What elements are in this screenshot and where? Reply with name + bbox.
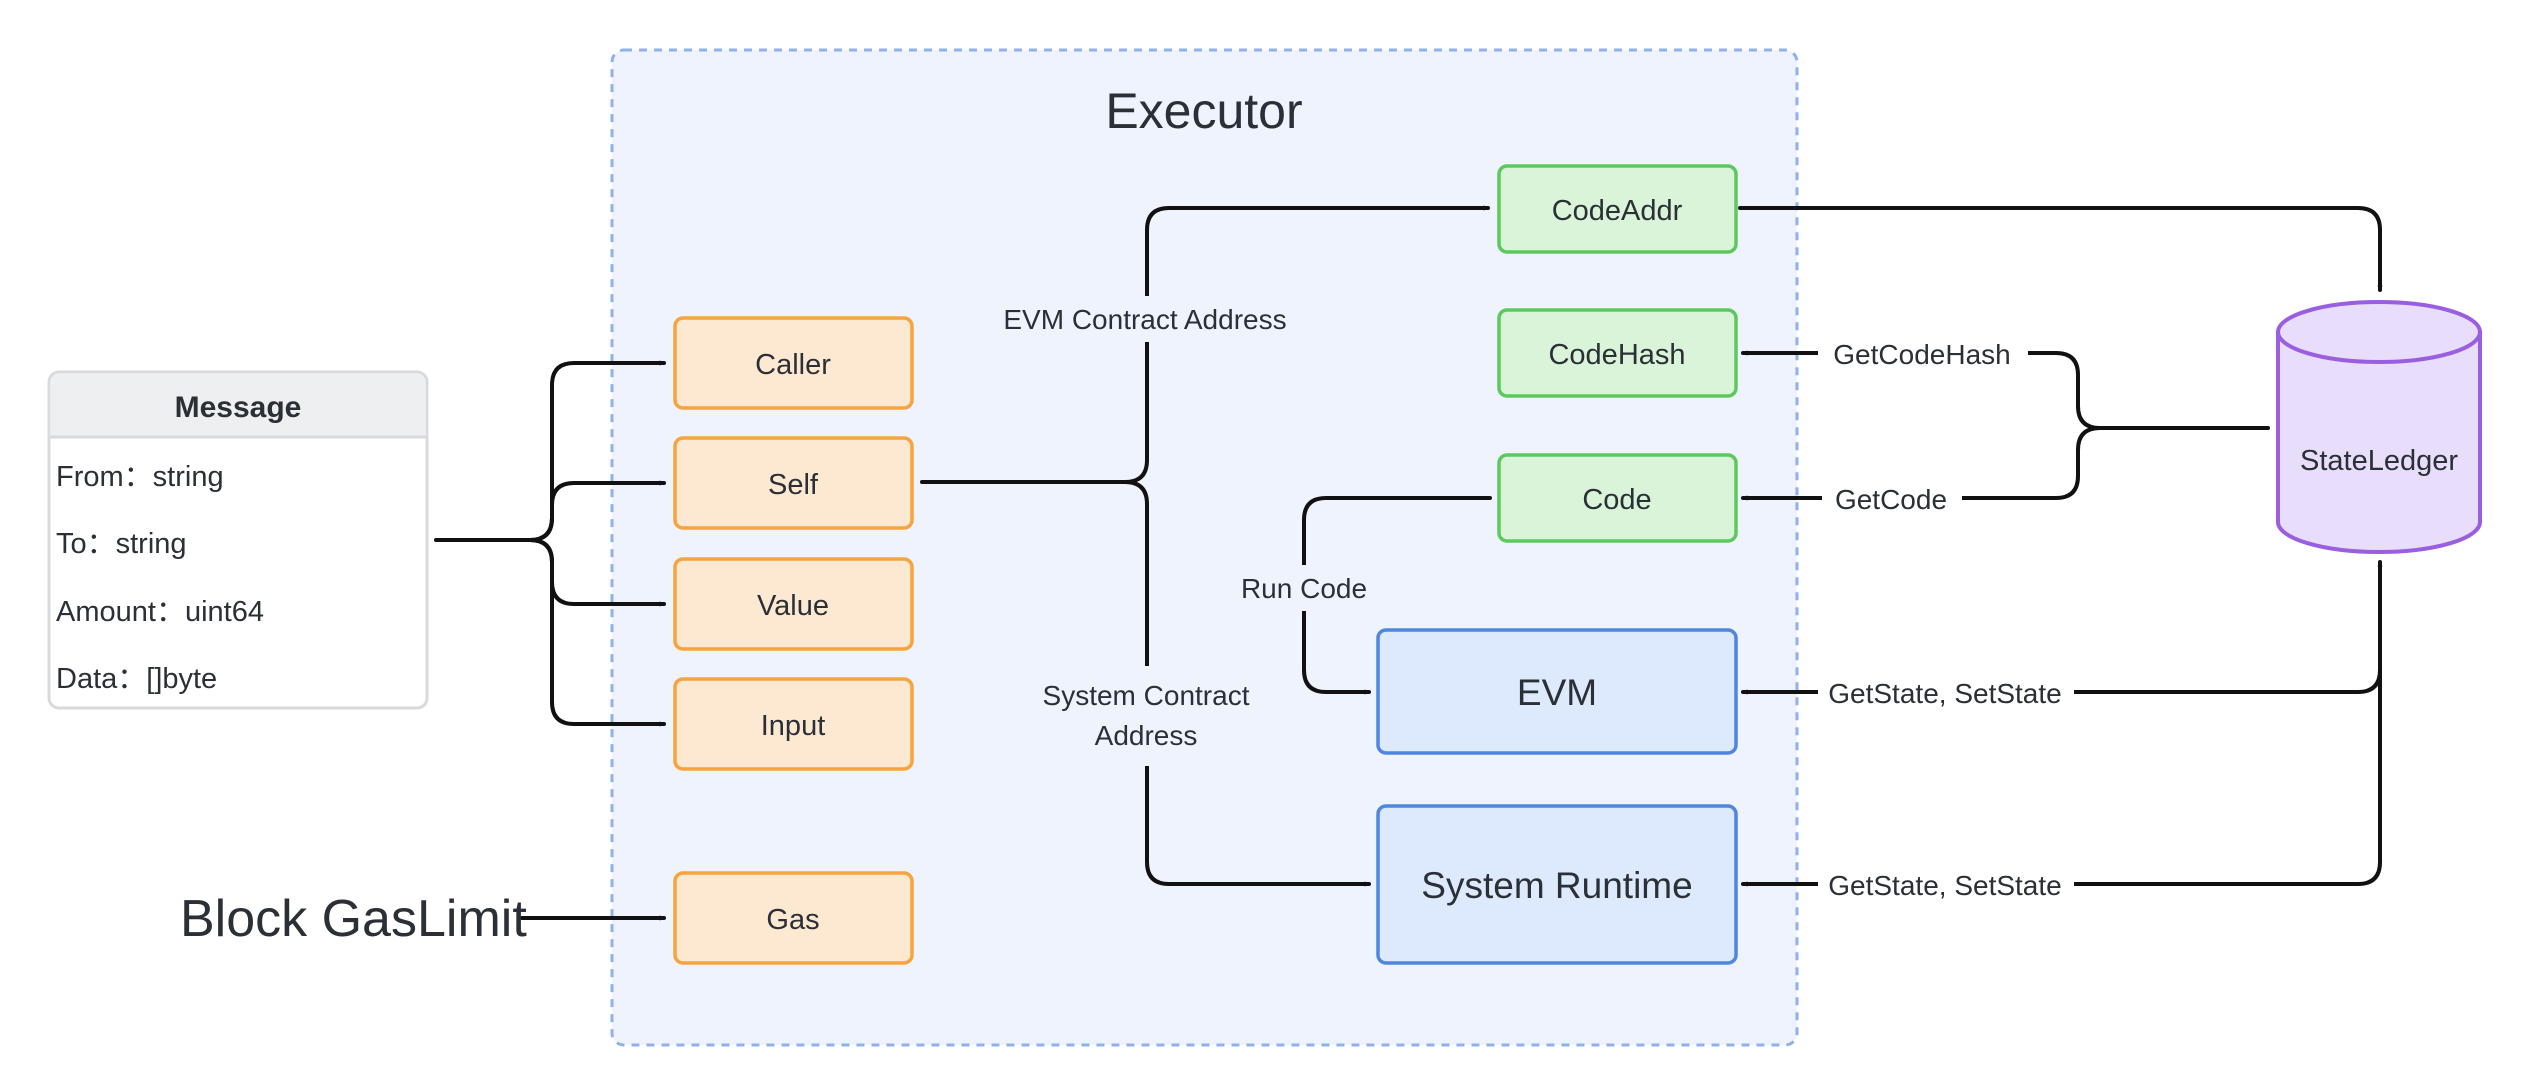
label-get-code: GetCode: [1835, 484, 1947, 515]
message-field-data: Data：[]byte: [56, 663, 217, 695]
edge-evm-contract-address: [1123, 205, 1490, 484]
edge-get-code: [1741, 426, 2102, 501]
input-box-caller: Caller: [673, 316, 914, 410]
svg-text:Gas: Gas: [766, 904, 819, 936]
svg-text:CodeAddr: CodeAddr: [1552, 195, 1683, 227]
message-table: Message From：string To：string Amount：uin…: [47, 370, 429, 710]
executor-frame: [610, 48, 1799, 1047]
label-evm-contract-address: EVM Contract Address: [1003, 304, 1286, 335]
label-runtime-state: GetState, SetState: [1828, 870, 2061, 901]
message-field-to: To：string: [56, 528, 187, 560]
edge-get-code-hash: [1741, 350, 2102, 430]
svg-text:System Runtime: System Runtime: [1421, 865, 1692, 906]
label-system-contract-address-1: System Contract: [1043, 680, 1250, 711]
edges: [434, 205, 2383, 921]
svg-text:CodeHash: CodeHash: [1548, 339, 1685, 371]
input-box-input: Input: [673, 677, 914, 771]
node-system-runtime: System Runtime: [1376, 804, 1738, 965]
input-box-self: Self: [673, 436, 914, 530]
block-gaslimit-label: Block GasLimit: [180, 890, 527, 948]
state-ledger-label: StateLedger: [2300, 445, 2458, 477]
message-field-amount: Amount：uint64: [56, 596, 264, 628]
label-run-code: Run Code: [1241, 573, 1367, 604]
edge-to-self: [528, 480, 666, 542]
executor-title: Executor: [1105, 83, 1302, 139]
edge-state-to-ledger: [2356, 560, 2383, 694]
message-header: Message: [175, 391, 302, 424]
svg-text:Caller: Caller: [755, 349, 831, 381]
edge-system-contract-address: [1123, 480, 1371, 887]
edge-to-input: [528, 538, 666, 727]
node-code: Code: [1497, 453, 1738, 543]
node-code-addr: CodeAddr: [1497, 164, 1738, 254]
edge-runtime-up: [2356, 668, 2382, 886]
node-code-hash: CodeHash: [1497, 308, 1738, 398]
label-evm-state: GetState, SetState: [1828, 678, 2061, 709]
node-evm: EVM: [1376, 628, 1738, 755]
label-get-code-hash: GetCodeHash: [1833, 339, 2010, 370]
input-box-gas: Gas: [673, 871, 914, 965]
svg-text:Self: Self: [768, 469, 819, 501]
edge-codeaddr-to-ledger: [1738, 206, 2383, 292]
svg-text:Code: Code: [1582, 484, 1651, 516]
node-state-ledger: StateLedger: [2276, 300, 2482, 554]
svg-text:EVM: EVM: [1517, 672, 1597, 713]
label-system-contract-address-2: Address: [1095, 720, 1198, 751]
message-field-from: From：string: [56, 461, 224, 493]
input-box-value: Value: [673, 557, 914, 651]
edge-labels: EVM Contract Address System Contract Add…: [995, 296, 2074, 907]
svg-text:Value: Value: [757, 590, 829, 622]
svg-text:Input: Input: [761, 710, 826, 742]
